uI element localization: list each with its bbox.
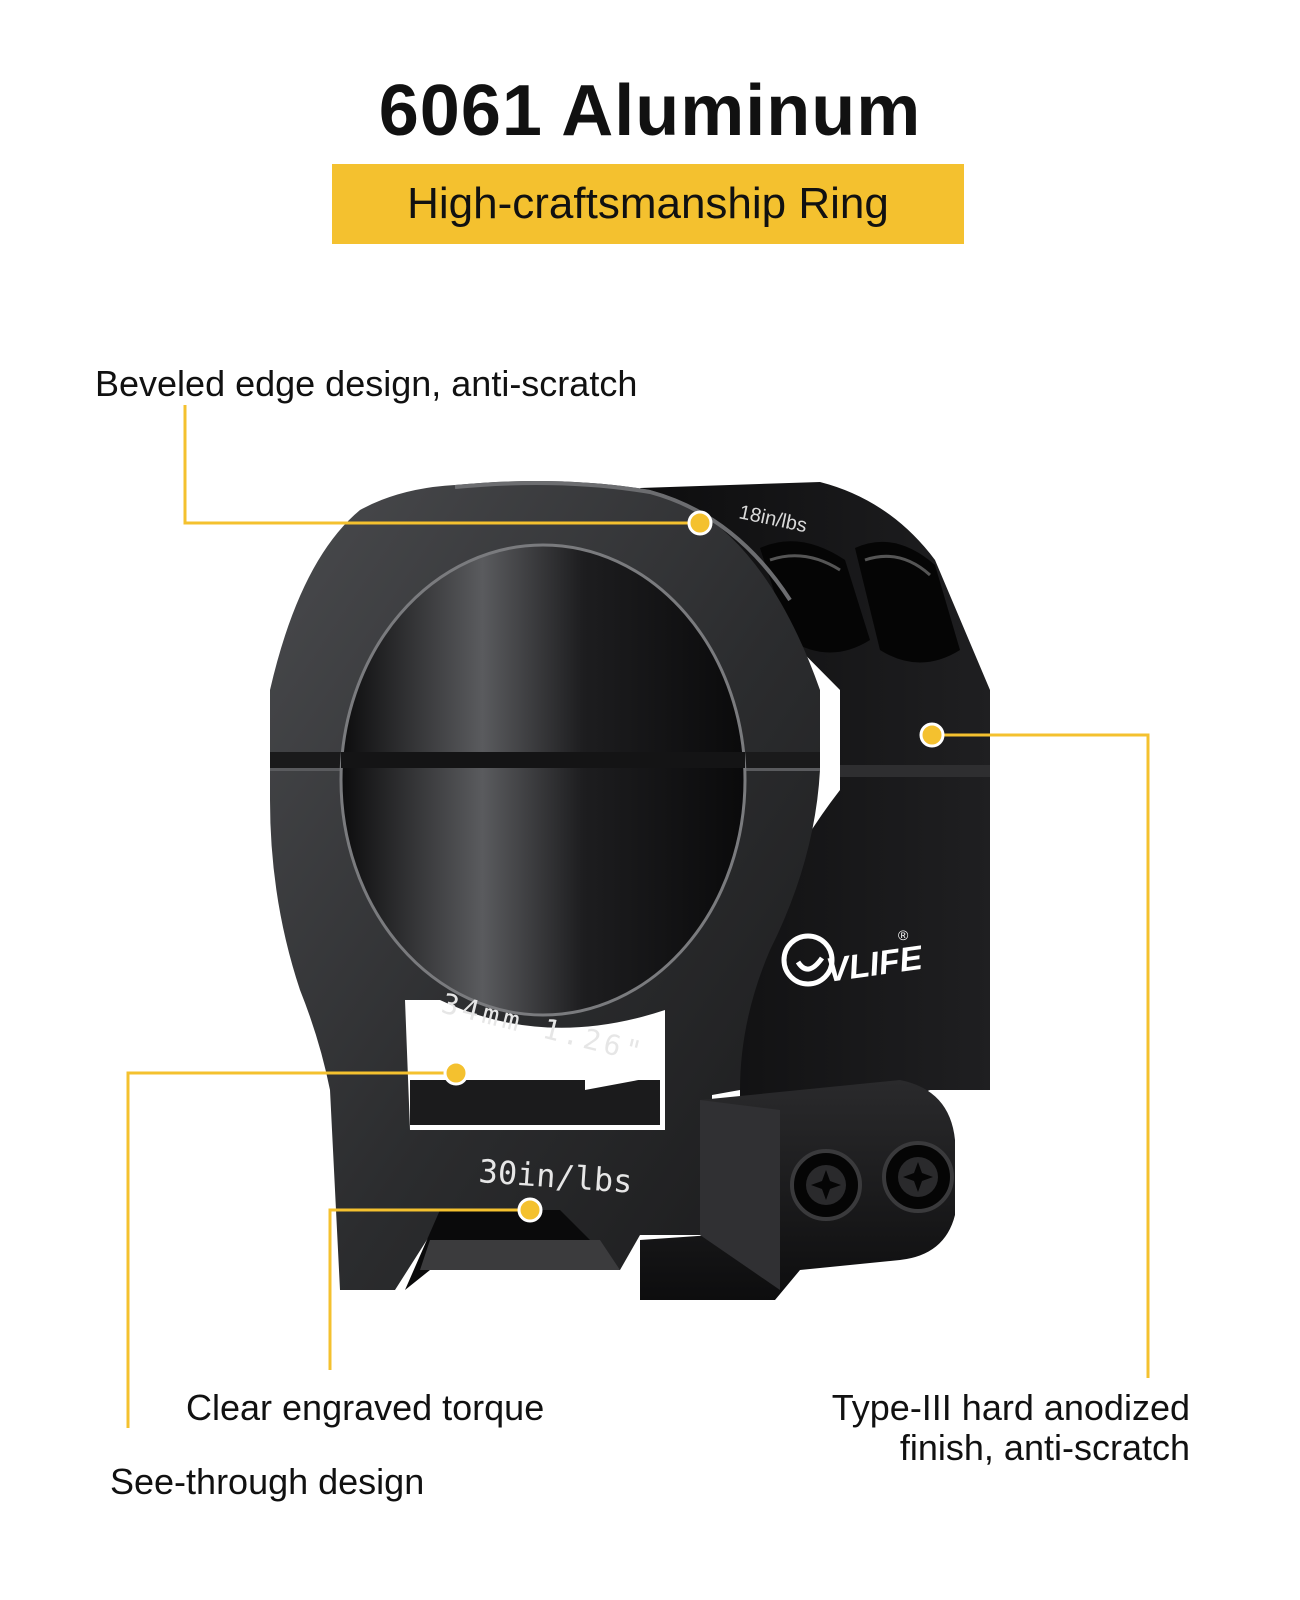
callout-line-anodized — [932, 733, 1150, 1378]
callout-anodized-line2: finish, anti-scratch — [899, 1427, 1190, 1468]
callout-lines — [126, 405, 1150, 1428]
callout-dot-beveled — [687, 510, 713, 536]
callout-engraved-torque: Clear engraved torque — [186, 1387, 545, 1428]
callout-dot-torque — [517, 1197, 543, 1223]
callout-dots — [443, 510, 945, 1223]
callout-line-see-through — [126, 1071, 456, 1428]
callout-line-beveled — [183, 405, 700, 525]
clamp-screw-right — [882, 1141, 954, 1213]
callout-see-through: See-through design — [110, 1461, 425, 1502]
callout-dot-see-through — [443, 1060, 469, 1086]
subtitle-banner: High-craftsmanship Ring — [332, 164, 964, 244]
callout-line-torque — [328, 1208, 530, 1370]
page-title: 6061 Aluminum — [378, 71, 922, 151]
registered-mark: ® — [898, 927, 909, 943]
ring-bore — [341, 545, 745, 1015]
callout-dot-anodized — [919, 722, 945, 748]
top-screw-slot-right — [855, 541, 960, 663]
subtitle-text: High-craftsmanship Ring — [407, 179, 889, 228]
callout-beveled-edge: Beveled edge design, anti-scratch — [95, 363, 638, 404]
callout-anodized-line1: Type-III hard anodized — [831, 1387, 1190, 1428]
clamp-screw-left — [790, 1149, 862, 1221]
